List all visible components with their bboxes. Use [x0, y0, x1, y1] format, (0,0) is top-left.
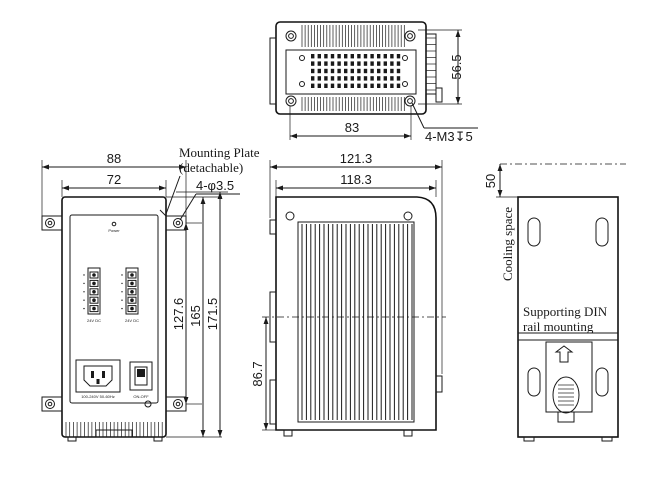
dim-label-56-5: 56.5: [449, 54, 464, 79]
top-view-vent-slots: [311, 54, 401, 88]
side-view-din-clip: [269, 291, 277, 343]
top-view-right-tab: [435, 87, 443, 103]
side-view-screw: [285, 211, 295, 221]
side-view-screw: [403, 211, 413, 221]
svg-text:ON-OFF: ON-OFF: [133, 394, 149, 399]
dim-label-88: 88: [107, 151, 121, 166]
top-view-corner-screws: [285, 30, 416, 107]
dim-label-86-7: 86.7: [250, 361, 265, 386]
dim-label-118-3: 118.3: [340, 172, 372, 187]
top-view-vent-area: [285, 49, 417, 95]
top-view-left-rail: [269, 37, 277, 105]
power-led-icon: [111, 221, 117, 227]
svg-text:24V DC: 24V DC: [87, 318, 101, 323]
power-switch: ON-OFF: [129, 361, 153, 399]
dim-label-171-5: 171.5: [205, 298, 220, 331]
svg-text:24V DC: 24V DC: [125, 318, 139, 323]
rear-view-slots: [527, 217, 609, 397]
svg-text:100-240V 50-60Hz: 100-240V 50-60Hz: [81, 394, 115, 399]
side-view-outline: [275, 196, 437, 431]
label-rail-mounting: rail mounting: [523, 319, 594, 334]
terminal-block-right: 24V DC: [121, 267, 139, 323]
din-clip: [545, 341, 593, 423]
dim-label-83: 83: [345, 120, 359, 135]
top-view-fins-bottom: [301, 97, 405, 111]
dim-label-127-6: 127.6: [171, 298, 186, 331]
label-mounting-plate: Mounting Plate: [179, 145, 260, 160]
top-view: 56.5 83 4-M3↧5: [269, 21, 478, 144]
label-supporting-din: Supporting DIN: [523, 304, 608, 319]
side-view-fins: [301, 224, 413, 420]
dim-label-4-m3: 4-M3↧5: [425, 129, 473, 144]
front-view: Power 24V DC 24V DC 100-240V 50-60Hz ON-…: [41, 145, 260, 442]
dim-label-50: 50: [483, 174, 498, 188]
side-view: 121.3 118.3 86.7: [250, 151, 446, 437]
leader-mounting-plate: [165, 175, 181, 215]
top-view-small-holes: [299, 55, 408, 87]
terminal-block-left: 24V DC: [83, 267, 101, 323]
dim-label-165: 165: [188, 305, 203, 327]
label-cooling-space: Cooling space: [500, 207, 515, 281]
top-view-fins-top: [301, 25, 405, 47]
label-detachable: (detachable): [179, 160, 243, 175]
dim-label-121-3: 121.3: [340, 151, 373, 166]
rear-view: 50 Cooling space Supporting DIN rail mou…: [483, 163, 626, 442]
dim-label-72: 72: [107, 172, 121, 187]
power-label: Power: [108, 228, 120, 233]
side-view-fin-area: [297, 221, 415, 423]
ac-inlet: 100-240V 50-60Hz: [75, 359, 121, 399]
leader-m3: [411, 102, 425, 129]
dim-label-4-phi-3-5: 4-φ3.5: [196, 178, 234, 193]
front-view-panel: [69, 214, 159, 404]
top-view-outline: [275, 21, 427, 115]
top-view-right-teeth: [426, 37, 436, 91]
front-view-outline: [61, 196, 167, 438]
